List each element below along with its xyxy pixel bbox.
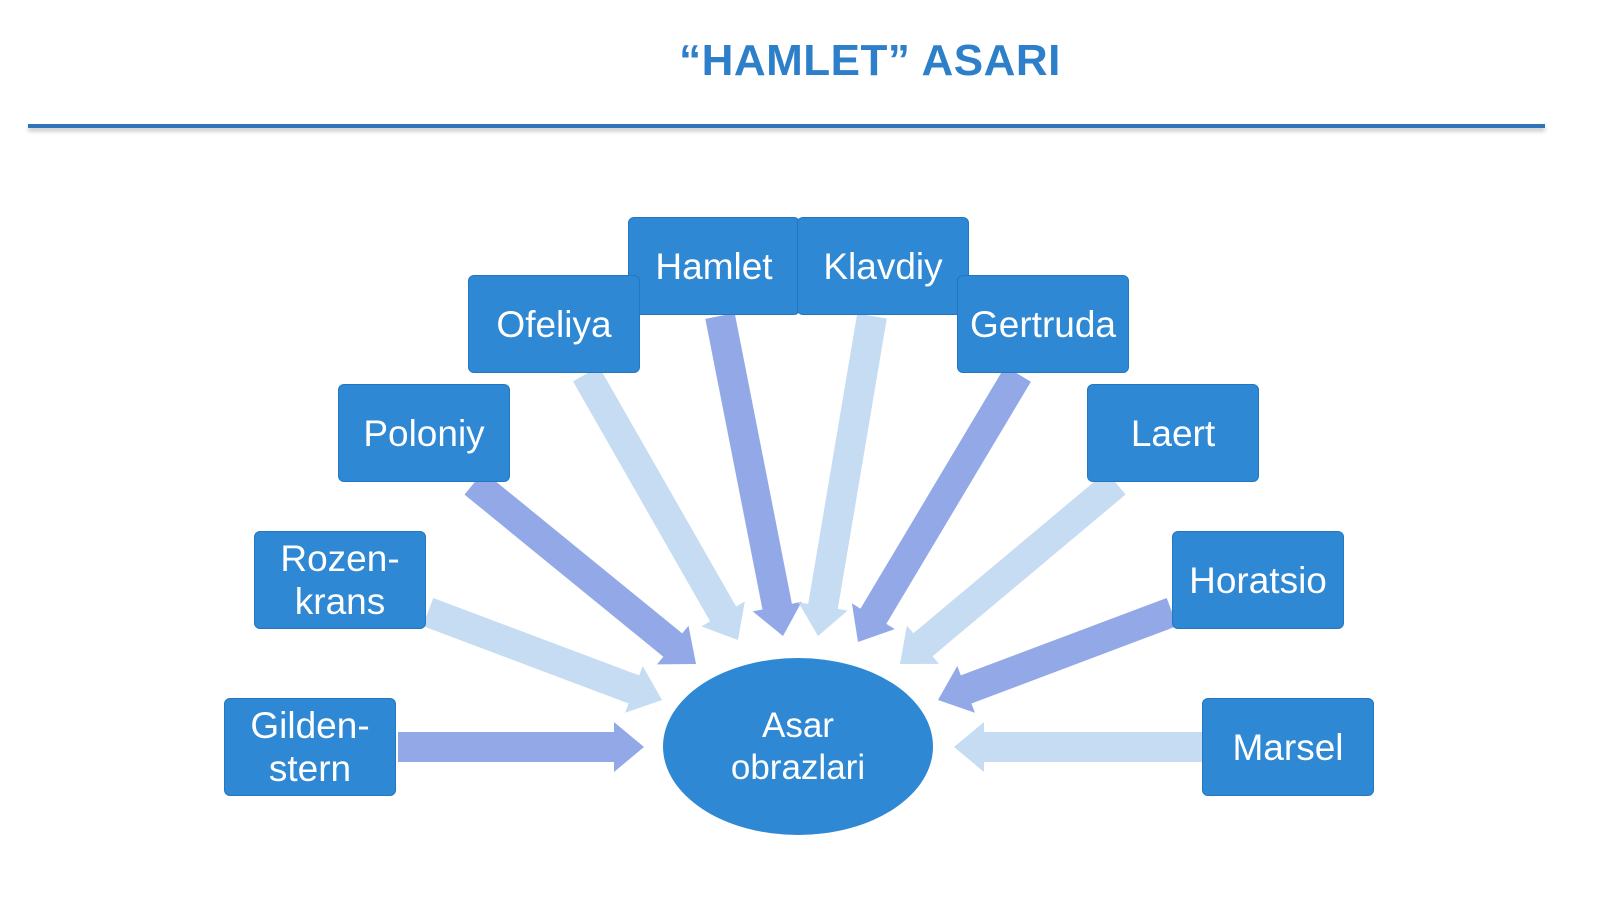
node-horatsio: Horatsio — [1172, 531, 1344, 629]
node-laert: Laert — [1087, 384, 1259, 482]
slide-title: “HAMLET” ASARI — [679, 36, 1061, 85]
node-hamlet: Hamlet — [628, 217, 800, 315]
arrow-gildenstern — [398, 722, 644, 772]
node-ofeliya: Ofeliya — [468, 275, 640, 373]
arrow-gertruda — [851, 366, 1031, 642]
arrow-laert — [900, 471, 1126, 664]
node-marsel: Marsel — [1202, 698, 1374, 796]
center-ellipse: Asar obrazlari — [663, 658, 933, 835]
arrow-horatsio — [938, 598, 1178, 713]
node-gildenstern: Gilden- stern — [224, 698, 396, 796]
node-klavdiy: Klavdiy — [797, 217, 969, 315]
node-poloniy: Poloniy — [338, 384, 510, 482]
arrow-poloniy — [464, 471, 696, 665]
arrow-hamlet — [705, 313, 802, 636]
arrow-marsel — [954, 722, 1202, 772]
node-rozenkrans: Rozen- krans — [254, 531, 426, 629]
title-divider — [28, 124, 1545, 128]
node-gertruda: Gertruda — [957, 275, 1129, 373]
arrow-klavdiy — [798, 313, 887, 636]
arrow-rozenkrans — [422, 598, 662, 713]
arrow-ofeliya — [573, 366, 745, 640]
